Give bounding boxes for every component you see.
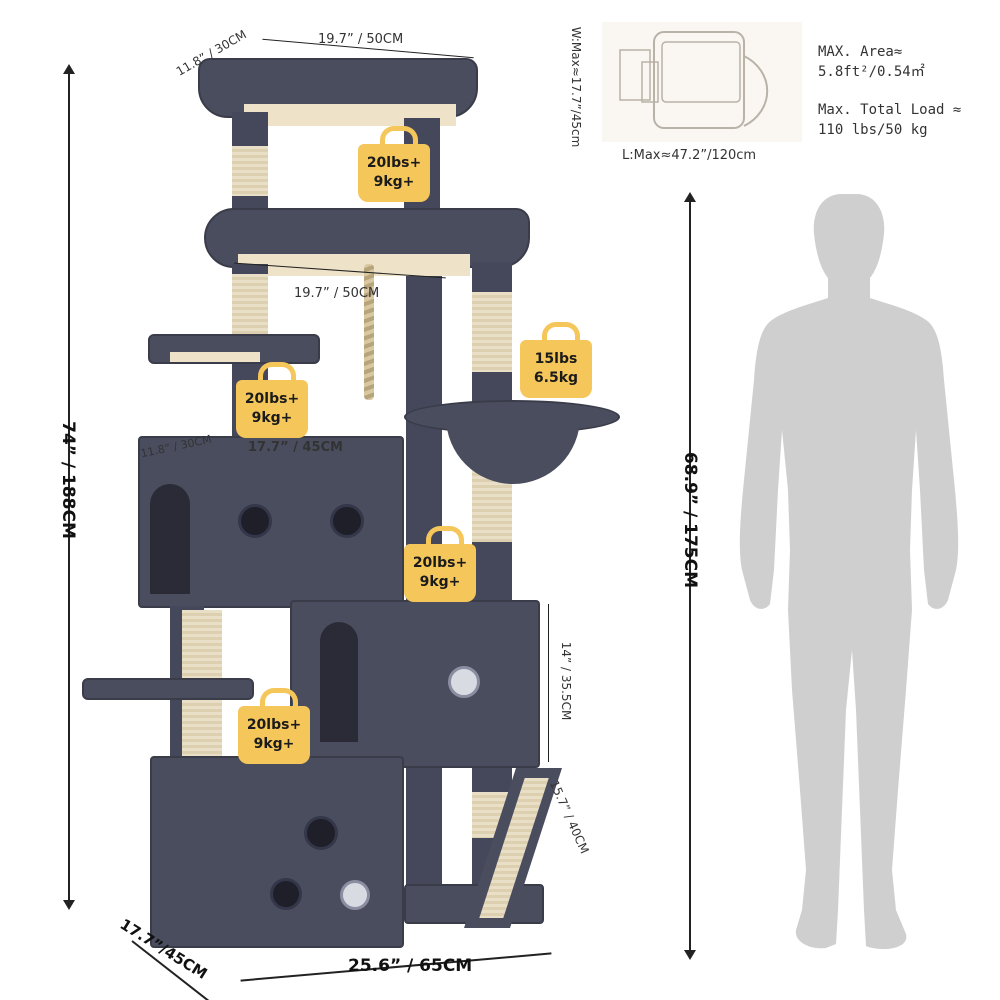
middle-condo-hole bbox=[448, 666, 480, 698]
top-perch-width-label: 19.7” / 50CM bbox=[318, 32, 404, 47]
middle-condo-height-line bbox=[548, 604, 549, 762]
base-width-label: 25.6” / 65CM bbox=[348, 956, 473, 976]
upper-condo-hole-1 bbox=[238, 504, 272, 538]
second-perch-width-label: 19.7” / 50CM bbox=[294, 286, 380, 301]
weight-tag-hammock: 15lbs 6.5kg bbox=[520, 322, 592, 398]
weight-tag-top-line1: 20lbs+ bbox=[366, 155, 422, 171]
weight-tag-upper-condo: 20lbs+ 9kg+ bbox=[236, 362, 308, 438]
person-silhouette bbox=[730, 190, 970, 970]
second-perch-pad bbox=[238, 254, 470, 276]
weight-tag-hammock-line2: 6.5kg bbox=[533, 370, 579, 386]
weight-tag-top-line2: 9kg+ bbox=[373, 174, 415, 190]
weight-tag-middle-condo-line2: 9kg+ bbox=[419, 574, 461, 590]
weight-tag-top: 20lbs+ 9kg+ bbox=[358, 126, 430, 202]
weight-tag-bottom: 20lbs+ 9kg+ bbox=[238, 688, 310, 764]
condo-width-label: 17.7” / 45CM bbox=[248, 440, 343, 455]
top-perch-pad bbox=[244, 104, 456, 126]
hammock-bowl bbox=[446, 414, 580, 484]
weight-tag-middle-condo: 20lbs+ 9kg+ bbox=[404, 526, 476, 602]
person-height-label: 68.9” / 175CM bbox=[680, 451, 700, 589]
weight-tag-bottom-line1: 20lbs+ bbox=[246, 717, 302, 733]
footprint-diagram bbox=[602, 22, 802, 142]
middle-condo-door bbox=[320, 622, 358, 742]
middle-condo bbox=[290, 600, 540, 768]
main-right-post bbox=[472, 262, 512, 910]
cat-tree bbox=[82, 58, 620, 948]
middle-condo-height-label: 14” / 35.5CM bbox=[559, 641, 573, 721]
bottom-condo bbox=[150, 756, 404, 948]
bottom-condo-hole-3 bbox=[340, 880, 370, 910]
max-area-value: 5.8ft²/0.54㎡ bbox=[818, 64, 925, 80]
footprint-length-label: L:Max≈47.2”/120cm bbox=[622, 148, 757, 163]
weight-tag-upper-condo-line1: 20lbs+ bbox=[244, 391, 300, 407]
upper-condo-hole-2 bbox=[330, 504, 364, 538]
footprint-outline-icon bbox=[619, 31, 769, 129]
weight-tag-bottom-line2: 9kg+ bbox=[253, 736, 295, 752]
small-left-platform-pad bbox=[170, 352, 260, 362]
lower-left-platform bbox=[82, 678, 254, 700]
max-area-title: MAX. Area≈ bbox=[818, 44, 903, 60]
max-load-value: 110 lbs/50 kg bbox=[818, 122, 928, 138]
upper-condo bbox=[138, 436, 404, 608]
person-height-line bbox=[684, 192, 696, 960]
rope-toy bbox=[364, 264, 374, 400]
weight-tag-hammock-line1: 15lbs bbox=[534, 351, 578, 367]
weight-tag-upper-condo-line2: 9kg+ bbox=[251, 410, 293, 426]
bottom-condo-hole-1 bbox=[304, 816, 338, 850]
max-load-title: Max. Total Load ≈ bbox=[818, 102, 962, 118]
total-height-line bbox=[63, 64, 75, 910]
weight-tag-middle-condo-line1: 20lbs+ bbox=[412, 555, 468, 571]
upper-condo-door bbox=[150, 484, 190, 594]
bottom-condo-hole-2 bbox=[270, 878, 302, 910]
